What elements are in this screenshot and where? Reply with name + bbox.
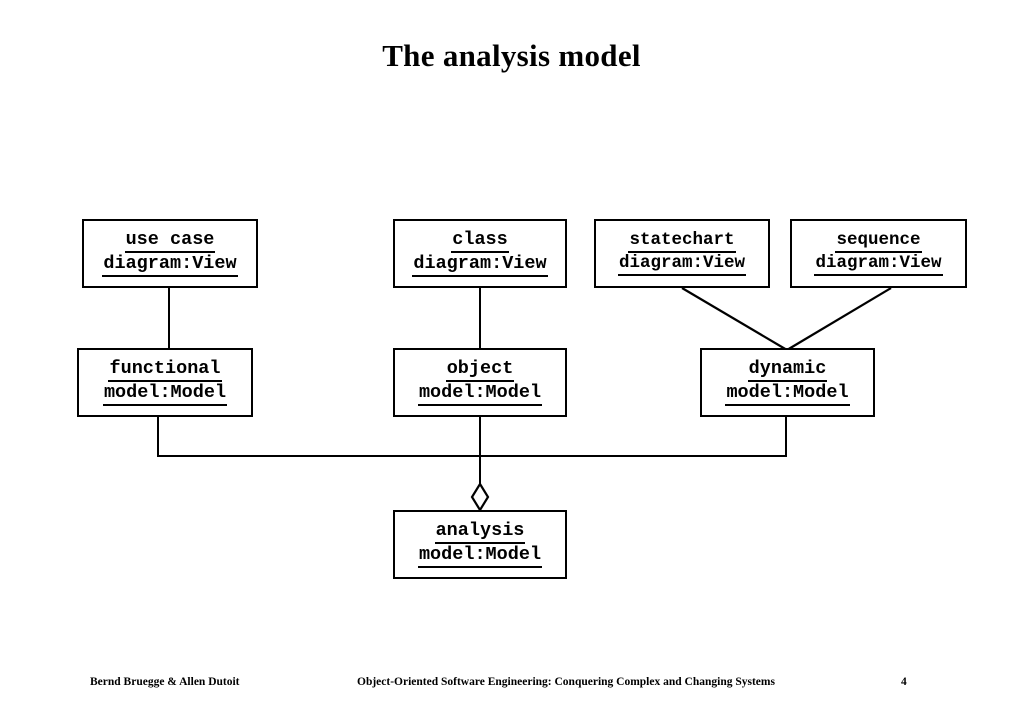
- uml-node-line2: model:Model: [417, 545, 543, 568]
- uml-node-line2: diagram:View: [102, 254, 238, 277]
- uml-node-object-model[interactable]: object model:Model: [393, 348, 567, 417]
- uml-node-dynamic-model[interactable]: dynamic model:Model: [700, 348, 875, 417]
- uml-node-line2: diagram:View: [617, 254, 747, 276]
- connector-class-to-object: [479, 287, 481, 349]
- slide-footer: Bernd Bruegge & Allen Dutoit Object-Orie…: [0, 676, 1023, 694]
- uml-node-analysis-model[interactable]: analysis model:Model: [393, 510, 567, 579]
- footer-authors: Bernd Bruegge & Allen Dutoit: [90, 676, 240, 688]
- uml-node-line1: statechart: [628, 231, 736, 253]
- uml-node-line2: model:Model: [102, 383, 228, 406]
- uml-node-line2: diagram:View: [412, 254, 548, 277]
- uml-node-line1: functional: [108, 359, 222, 382]
- connector-statechart-to-dynamic: [681, 287, 788, 351]
- uml-node-line2: diagram:View: [814, 254, 943, 276]
- uml-node-line2: model:Model: [725, 383, 850, 406]
- uml-node-sequence-diagram[interactable]: sequence diagram:View: [790, 219, 967, 288]
- uml-node-line2: model:Model: [417, 383, 543, 406]
- uml-node-functional-model[interactable]: functional model:Model: [77, 348, 253, 417]
- uml-node-class-diagram[interactable]: class diagram:View: [393, 219, 567, 288]
- uml-node-use-case-diagram[interactable]: use case diagram:View: [82, 219, 258, 288]
- aggregation-bus-line: [157, 455, 787, 457]
- connector-statechart-sequence-to-dynamic: [681, 287, 892, 351]
- footer-book-title: Object-Oriented Software Engineering: Co…: [357, 676, 775, 688]
- aggregation-diamond-icon: [470, 482, 490, 512]
- uml-node-line1: analysis: [434, 521, 526, 544]
- uml-node-line1: dynamic: [747, 359, 828, 382]
- uml-node-line1: class: [451, 230, 509, 253]
- page-title: The analysis model: [382, 38, 641, 73]
- uml-node-line1: sequence: [835, 231, 922, 253]
- connector-dynamic-stub: [785, 416, 787, 457]
- connector-usecase-to-functional: [168, 287, 170, 349]
- connector-sequence-to-dynamic: [786, 287, 892, 351]
- connector-object-to-analysis: [479, 416, 481, 486]
- uml-node-line1: object: [445, 359, 515, 382]
- uml-node-statechart-diagram[interactable]: statechart diagram:View: [594, 219, 770, 288]
- uml-node-line1: use case: [124, 230, 216, 253]
- footer-page-number: 4: [901, 676, 907, 688]
- connector-functional-stub: [157, 416, 159, 457]
